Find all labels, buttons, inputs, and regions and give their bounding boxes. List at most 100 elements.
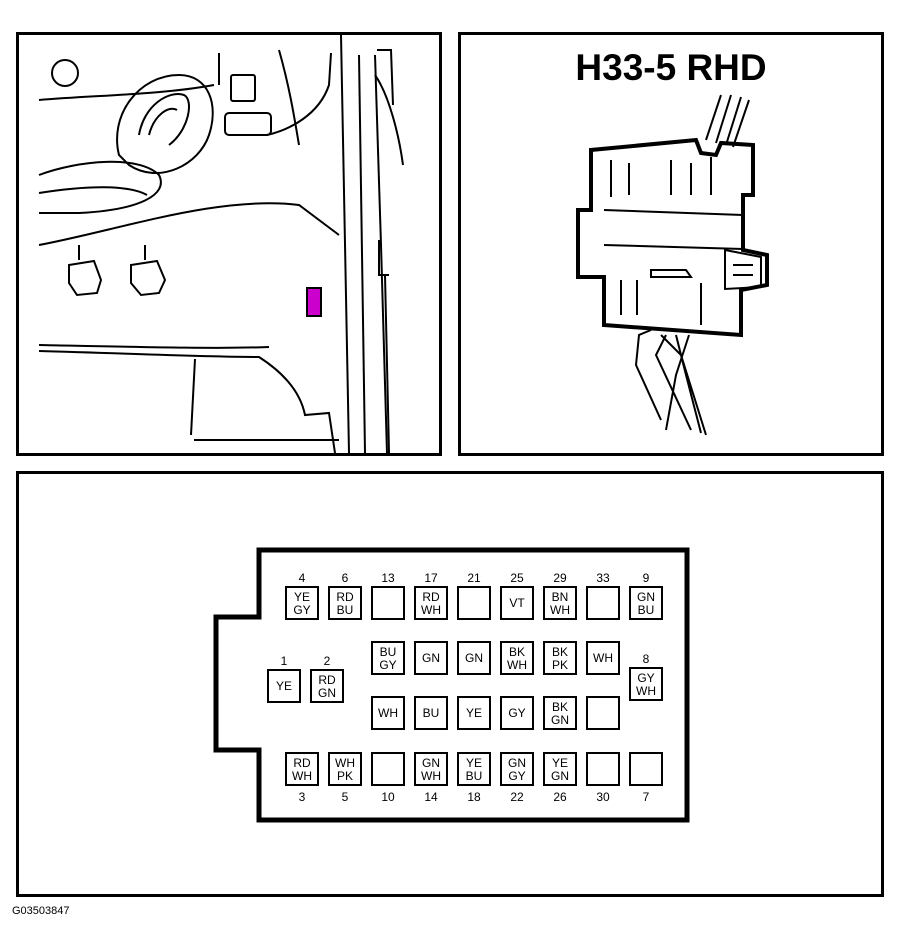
pin-cavity (457, 586, 491, 620)
figure-id: G03503847 (12, 905, 70, 917)
pin-number: 26 (553, 790, 567, 804)
wire-color: BU (465, 769, 483, 783)
wire-color: BK (551, 700, 568, 714)
pin-number: 29 (553, 571, 567, 585)
wire-color: BU (637, 603, 655, 617)
wire-color: GN (422, 651, 440, 665)
wire-color: WH (335, 756, 355, 770)
wire-color: WH (636, 684, 656, 698)
connector-view-panel: H33-5 RHD (458, 32, 884, 456)
pin-number: 13 (381, 571, 395, 585)
pin-cavity: GN (457, 641, 491, 675)
wire-color: BK (551, 645, 568, 659)
wire-color: WH (507, 658, 527, 672)
knob-outline (51, 59, 79, 87)
wire-color: WH (292, 769, 312, 783)
wire-color: WH (421, 769, 441, 783)
dash-line (38, 84, 215, 101)
pin-number: 7 (642, 790, 650, 804)
steering-column (116, 73, 214, 175)
pin-number: 2 (323, 654, 331, 668)
wire-color: GN (551, 713, 569, 727)
wire-color: GN (465, 651, 483, 665)
pin-number: 33 (596, 571, 610, 585)
pin-number: 22 (510, 790, 524, 804)
connector-face-outline (213, 547, 690, 823)
wire-color: RD (293, 756, 311, 770)
pin-number: 17 (424, 571, 438, 585)
pin-cavity (371, 752, 405, 786)
connector-title: H33-5 RHD (575, 47, 767, 88)
wire-color: GY (508, 769, 526, 783)
wire-color: RD (422, 590, 440, 604)
wire-color: GN (508, 756, 526, 770)
wire-color: YE (275, 679, 292, 693)
wire-color: YE (551, 756, 568, 770)
connector-location-marker (306, 287, 322, 317)
pin-cavity: WH (586, 641, 620, 675)
pin-number: 14 (424, 790, 438, 804)
pin-cavity (586, 696, 620, 730)
pin-number: 30 (596, 790, 610, 804)
pin-cavity: GN (414, 641, 448, 675)
wire-color: GY (508, 706, 526, 720)
wire-color: BU (336, 603, 354, 617)
pin-cavity (371, 586, 405, 620)
wire-color: RD (336, 590, 354, 604)
wire-color: VT (509, 596, 525, 610)
wire-color: BK (508, 645, 525, 659)
wire-color: BN (551, 590, 569, 604)
wire-color: GN (551, 769, 569, 783)
wire-color: GY (637, 671, 655, 685)
wire-color: GN (318, 686, 336, 700)
wire-color: YE (465, 706, 482, 720)
pin-number: 18 (467, 790, 481, 804)
wire-color: BU (379, 645, 397, 659)
pin-cavity (586, 586, 620, 620)
pin-number: 3 (298, 790, 306, 804)
wire-color: PK (551, 658, 568, 672)
pin-number: 1 (280, 654, 288, 668)
wire-color: PK (336, 769, 353, 783)
wire-color: RD (318, 673, 336, 687)
location-view-panel (16, 32, 442, 456)
connector-illustration (576, 94, 769, 436)
wire-color: YE (465, 756, 482, 770)
wire-color: WH (421, 603, 441, 617)
pin-cavity: YE (457, 696, 491, 730)
wire-color: GY (379, 658, 397, 672)
pin-number: 9 (642, 571, 650, 585)
pin-number: 6 (341, 571, 349, 585)
wire-color: WH (593, 651, 613, 665)
pin-cavity (629, 752, 663, 786)
pin-cavity (586, 752, 620, 786)
pin-cavity: YE (267, 669, 301, 703)
pin-number: 8 (642, 652, 650, 666)
pin-number: 25 (510, 571, 524, 585)
pin-cavity: BU (414, 696, 448, 730)
pin-number: 5 (341, 790, 349, 804)
wire-color: WH (378, 706, 398, 720)
dashboard-illustration (38, 35, 404, 453)
pin-number: 21 (467, 571, 481, 585)
wire-color: YE (293, 590, 310, 604)
pin-cavity: WH (371, 696, 405, 730)
pin-number: 4 (298, 571, 306, 585)
